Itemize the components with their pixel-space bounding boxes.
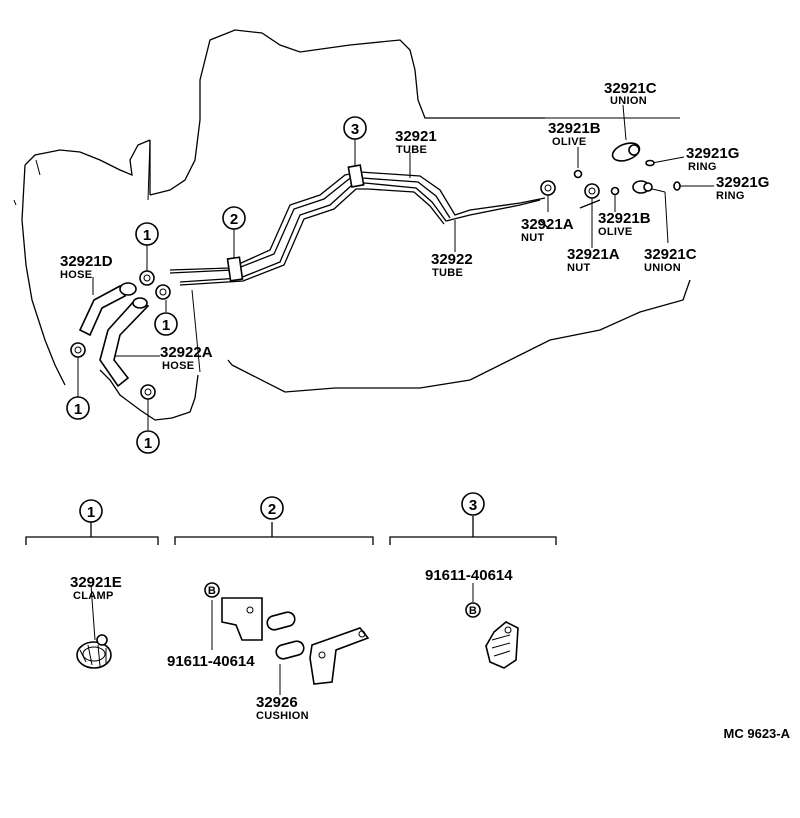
callout-32921a-left-num: 32921A	[521, 216, 574, 233]
callout-32921b-lower-num: 32921B	[598, 210, 651, 227]
callout-91611-detail-2: 91611-40614	[167, 653, 255, 670]
tube-clip-3	[347, 164, 365, 188]
callout-32922a-name: HOSE	[162, 360, 194, 372]
index-1-d: 1	[144, 435, 152, 452]
callout-32921b-upper-name: OLIVE	[552, 136, 587, 148]
callout-32921g-upper-num: 32921G	[686, 145, 739, 162]
bracket-cushion-drawing	[221, 597, 370, 685]
callout-32921d-name: HOSE	[60, 269, 92, 281]
callouts-main: 32921C UNION 32921 TUBE 32921B OLIVE 329…	[60, 80, 769, 372]
index-1-a: 1	[143, 227, 151, 244]
callout-32921a-right-num: 32921A	[567, 246, 620, 263]
callout-32921c-upper-name: UNION	[610, 95, 647, 107]
callout-32921g-lower-num: 32921G	[716, 174, 769, 191]
callout-32926-name: CUSHION	[256, 710, 309, 722]
index-3-main: 3	[351, 121, 359, 138]
hose-end-2	[132, 297, 148, 309]
index-2-detail: 2	[268, 501, 276, 518]
callout-32926-num: 32926	[256, 694, 298, 711]
index-1-b: 1	[162, 317, 170, 334]
fittings	[540, 142, 681, 199]
leader-lines	[77, 104, 714, 695]
callout-32922-name: TUBE	[432, 267, 463, 279]
index-1-detail: 1	[87, 504, 95, 521]
index-2-main: 2	[230, 211, 238, 228]
callout-32921g-upper-name: RING	[688, 161, 717, 173]
callout-32922a-num: 32922A	[160, 344, 213, 361]
callout-32921e-name: CLAMP	[73, 590, 114, 602]
callout-32921d-num: 32921D	[60, 253, 113, 270]
diagram-reference-code: MC 9623-A	[724, 726, 791, 741]
callout-32921g-lower-name: RING	[716, 190, 745, 202]
hose-clamps	[70, 270, 171, 400]
callout-32922-num: 32922	[431, 251, 473, 268]
callout-32921b-upper-num: 32921B	[548, 120, 601, 137]
callout-32921-num: 32921	[395, 128, 437, 145]
housing-inner-edge	[13, 139, 151, 206]
index-markers-main: 3 2 1 1 1 1	[66, 116, 367, 454]
fuel-tubes	[169, 171, 546, 286]
bolt-symbol-detail-3: B	[465, 602, 481, 618]
bolt-letter-3: B	[469, 605, 477, 617]
clamp-32921e-drawing	[76, 634, 112, 669]
callout-32921c-lower-name: UNION	[644, 262, 681, 274]
callout-32921a-right-name: NUT	[567, 262, 591, 274]
callout-91611-detail-3: 91611-40614	[425, 567, 513, 584]
hose-32922a	[99, 299, 150, 388]
callout-32921e-num: 32921E	[70, 574, 122, 591]
housing-outline	[21, 29, 691, 421]
callout-32921c-lower-num: 32921C	[644, 246, 697, 263]
index-3-detail: 3	[469, 497, 477, 514]
hose-32921d	[78, 284, 127, 337]
index-markers-detail: 1 2 3	[79, 492, 485, 523]
callout-32921b-lower-name: OLIVE	[598, 226, 633, 238]
hose-end-1	[119, 282, 137, 296]
callout-32921c-upper-num: 32921C	[604, 80, 657, 97]
tube-clip-detail-3-drawing	[485, 621, 519, 669]
bolt-symbol-detail-2: B	[204, 582, 220, 598]
bolt-letter-2: B	[208, 585, 216, 597]
index-1-c: 1	[74, 401, 82, 418]
callout-32921a-left-name: NUT	[521, 232, 545, 244]
callout-32921-name: TUBE	[396, 144, 427, 156]
detail-brackets	[25, 516, 557, 545]
tube-clip-2	[226, 256, 244, 282]
